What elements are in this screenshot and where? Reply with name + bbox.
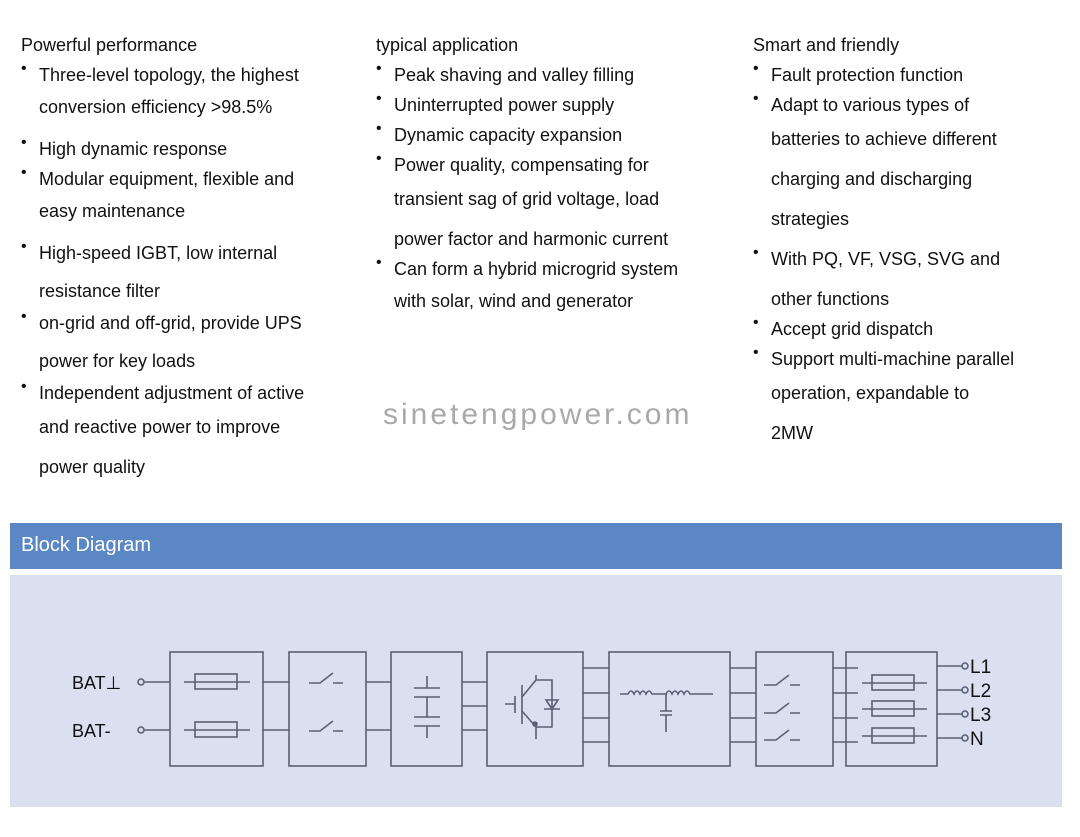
bullet-icon: • (21, 378, 27, 395)
feature-column-applications: typical application • Peak shaving and v… (376, 30, 728, 318)
item-text: transient sag of grid voltage, load (394, 189, 660, 209)
bullet-icon: • (376, 254, 382, 271)
item-text: with solar, wind and generator (394, 291, 634, 311)
bullet-icon: • (21, 164, 27, 181)
list-item: • Uninterrupted power supply (376, 90, 728, 120)
item-text: Uninterrupted power supply (394, 95, 615, 115)
item-text: Dynamic capacity expansion (394, 125, 623, 145)
column-title: typical application (376, 35, 519, 55)
ac-switch-block (755, 651, 834, 767)
item-text: conversion efficiency >98.5% (39, 97, 273, 117)
item-text: other functions (771, 289, 890, 309)
column-title: Smart and friendly (753, 35, 900, 55)
bullet-icon: • (376, 60, 382, 77)
output-label: N (970, 729, 984, 750)
block-diagram: BAT⊥ BAT- (72, 651, 991, 767)
output-label: L1 (970, 657, 991, 678)
bullet-icon: • (753, 314, 759, 331)
lc-filter-block (608, 651, 731, 767)
bullet-icon: • (753, 60, 759, 77)
item-text: power quality (39, 457, 146, 477)
bullet-icon: • (21, 134, 27, 151)
list-item: • Fault protection function (753, 60, 1047, 90)
input-label: BAT⊥ (72, 673, 121, 693)
item-text: Peak shaving and valley filling (394, 65, 635, 85)
dc-fuse-block (169, 651, 264, 767)
bullet-icon: • (21, 238, 27, 255)
bullet-icon: • (376, 120, 382, 137)
bullet-icon: • (376, 150, 382, 167)
item-text: High dynamic response (39, 139, 228, 159)
item-text: Support multi-machine parallel (771, 349, 1015, 369)
list-item: • Power quality, compensating for transi… (376, 150, 728, 254)
item-text: power for key loads (39, 351, 196, 371)
block-diagram-panel: BAT⊥ BAT- (10, 575, 1062, 807)
item-text: Fault protection function (771, 65, 964, 85)
item-text: easy maintenance (39, 201, 186, 221)
dc-switch-block (288, 651, 367, 767)
input-label: BAT- (72, 721, 111, 741)
item-text: Adapt to various types of (771, 95, 970, 115)
feature-column-smart: Smart and friendly • Fault protection fu… (753, 30, 1047, 448)
item-text: Modular equipment, flexible and (39, 169, 295, 189)
section-header: Block Diagram (10, 523, 1062, 569)
item-text: Accept grid dispatch (771, 319, 934, 339)
item-text: power factor and harmonic current (394, 229, 669, 249)
item-text: and reactive power to improve (39, 417, 281, 437)
list-item: • Three-level topology, the highest conv… (21, 60, 351, 134)
item-text: charging and discharging (771, 169, 973, 189)
feature-column-performance: Powerful performance • Three-level topol… (21, 30, 351, 482)
bullet-icon: • (753, 344, 759, 361)
item-text: Three-level topology, the highest (39, 65, 299, 85)
item-text: High-speed IGBT, low internal (39, 243, 278, 263)
input-terminal-icon (137, 678, 170, 734)
item-text: on-grid and off-grid, provide UPS (39, 313, 302, 333)
section-title: Block Diagram (21, 534, 152, 556)
item-text: strategies (771, 209, 850, 229)
item-text: resistance filter (39, 281, 161, 301)
output-terminal-icon (937, 662, 969, 742)
bullet-icon: • (753, 244, 759, 261)
bullet-icon: • (753, 90, 759, 107)
capacitor-block (390, 651, 463, 767)
list-item: • Dynamic capacity expansion (376, 120, 728, 150)
list-item: • Independent adjustment of active and r… (21, 378, 351, 482)
list-item: • High-speed IGBT, low internal resistan… (21, 238, 351, 308)
bullet-icon: • (21, 308, 27, 325)
watermark: sinetengpower.com (383, 398, 693, 431)
output-label: L3 (970, 705, 991, 726)
item-text: With PQ, VF, VSG, SVG and (771, 249, 1001, 269)
bullet-icon: • (21, 60, 27, 77)
igbt-block (486, 651, 584, 767)
output-label: L2 (970, 681, 991, 702)
item-text: Independent adjustment of active (39, 383, 305, 403)
list-item: • Adapt to various types of batteries to… (753, 90, 1047, 244)
list-item: • on-grid and off-grid, provide UPS powe… (21, 308, 351, 378)
list-item: • Modular equipment, flexible and easy m… (21, 164, 351, 238)
ac-fuse-block (845, 651, 938, 767)
list-item: • Accept grid dispatch (753, 314, 1047, 344)
list-item: • Peak shaving and valley filling (376, 60, 728, 90)
item-text: 2MW (771, 423, 813, 443)
item-text: batteries to achieve different (771, 129, 997, 149)
bullet-icon: • (376, 90, 382, 107)
item-text: operation, expandable to (771, 383, 970, 403)
list-item: • High dynamic response (21, 134, 351, 164)
item-text: Power quality, compensating for (394, 155, 649, 175)
column-title: Powerful performance (21, 35, 198, 55)
item-text: Can form a hybrid microgrid system (394, 259, 679, 279)
list-item: • With PQ, VF, VSG, SVG and other functi… (753, 244, 1047, 314)
list-item: • Support multi-machine parallel operati… (753, 344, 1047, 448)
list-item: • Can form a hybrid microgrid system wit… (376, 254, 728, 318)
